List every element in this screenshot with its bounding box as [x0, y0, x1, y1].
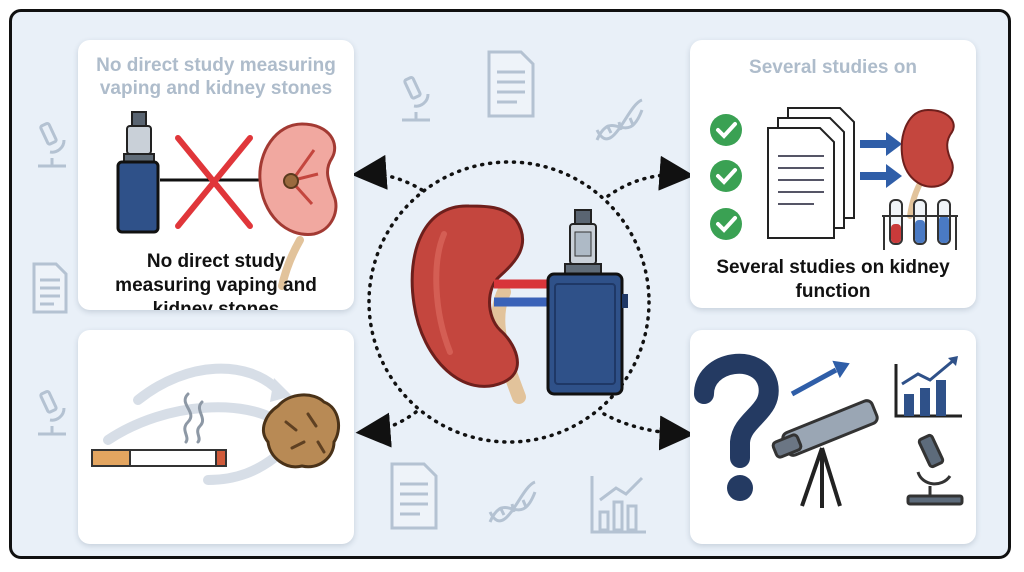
arrow-icon	[790, 360, 850, 397]
kidney-stone-icon	[283, 173, 299, 189]
connector-bottom-left	[355, 410, 418, 448]
dna-icon	[488, 480, 537, 523]
central-kidney-vape-illustration	[410, 204, 628, 404]
document-icon	[32, 262, 68, 314]
connector-arrows	[351, 154, 695, 451]
smoking-illustration	[91, 363, 341, 485]
card-faded-title: No direct study measuring vaping and kid…	[96, 55, 336, 99]
question-mark-icon	[694, 353, 779, 501]
background-icons	[32, 50, 646, 534]
diagram-frame: No direct study measuring vaping and kid…	[9, 9, 1011, 559]
card-caption: No direct study measuring vaping and kid…	[115, 251, 317, 310]
central-dotted-circle	[367, 160, 651, 444]
research-illustration	[694, 353, 964, 508]
no-link-illustration	[116, 111, 338, 290]
microscope-icon	[906, 433, 964, 506]
connector-top-left	[351, 154, 424, 192]
card-no-direct-study: No direct study measuring vaping and kid…	[78, 40, 354, 310]
studies-illustration	[710, 107, 958, 250]
card-smoking-stones	[78, 330, 354, 544]
check-icon	[710, 114, 742, 146]
connector-bottom-right	[602, 412, 695, 451]
bar-chart-icon	[894, 356, 962, 418]
kidney-stone-icon	[262, 393, 341, 469]
arrow-icons	[860, 132, 902, 188]
vape-device-icon	[116, 111, 160, 234]
smoke-icon	[183, 392, 205, 444]
card-faded-title: Several studies on	[749, 57, 917, 78]
dna-icon	[595, 98, 644, 141]
microscope-icon	[402, 75, 430, 122]
card-further-research	[690, 330, 976, 544]
document-icon	[487, 50, 535, 118]
check-icon	[710, 160, 742, 192]
card-several-studies: Several studies on	[690, 40, 976, 308]
kidney-icon	[258, 122, 338, 290]
document-icon	[390, 462, 438, 530]
vape-device-icon	[546, 209, 628, 396]
microscope-icon	[38, 121, 66, 168]
motion-arrows	[103, 363, 283, 485]
bar-chart-icon	[590, 476, 646, 534]
microscope-icon	[38, 389, 66, 436]
test-tube-rack-icon	[882, 199, 958, 250]
cigarette-icon	[91, 449, 227, 467]
connector-top-right	[606, 155, 695, 198]
card-caption: Several studies on kidney function	[716, 257, 950, 302]
kidney-icon	[900, 108, 955, 219]
check-icon	[710, 208, 742, 240]
document-stack-icon	[767, 107, 855, 239]
telescope-icon	[771, 399, 879, 508]
red-cross-icon	[175, 135, 253, 229]
